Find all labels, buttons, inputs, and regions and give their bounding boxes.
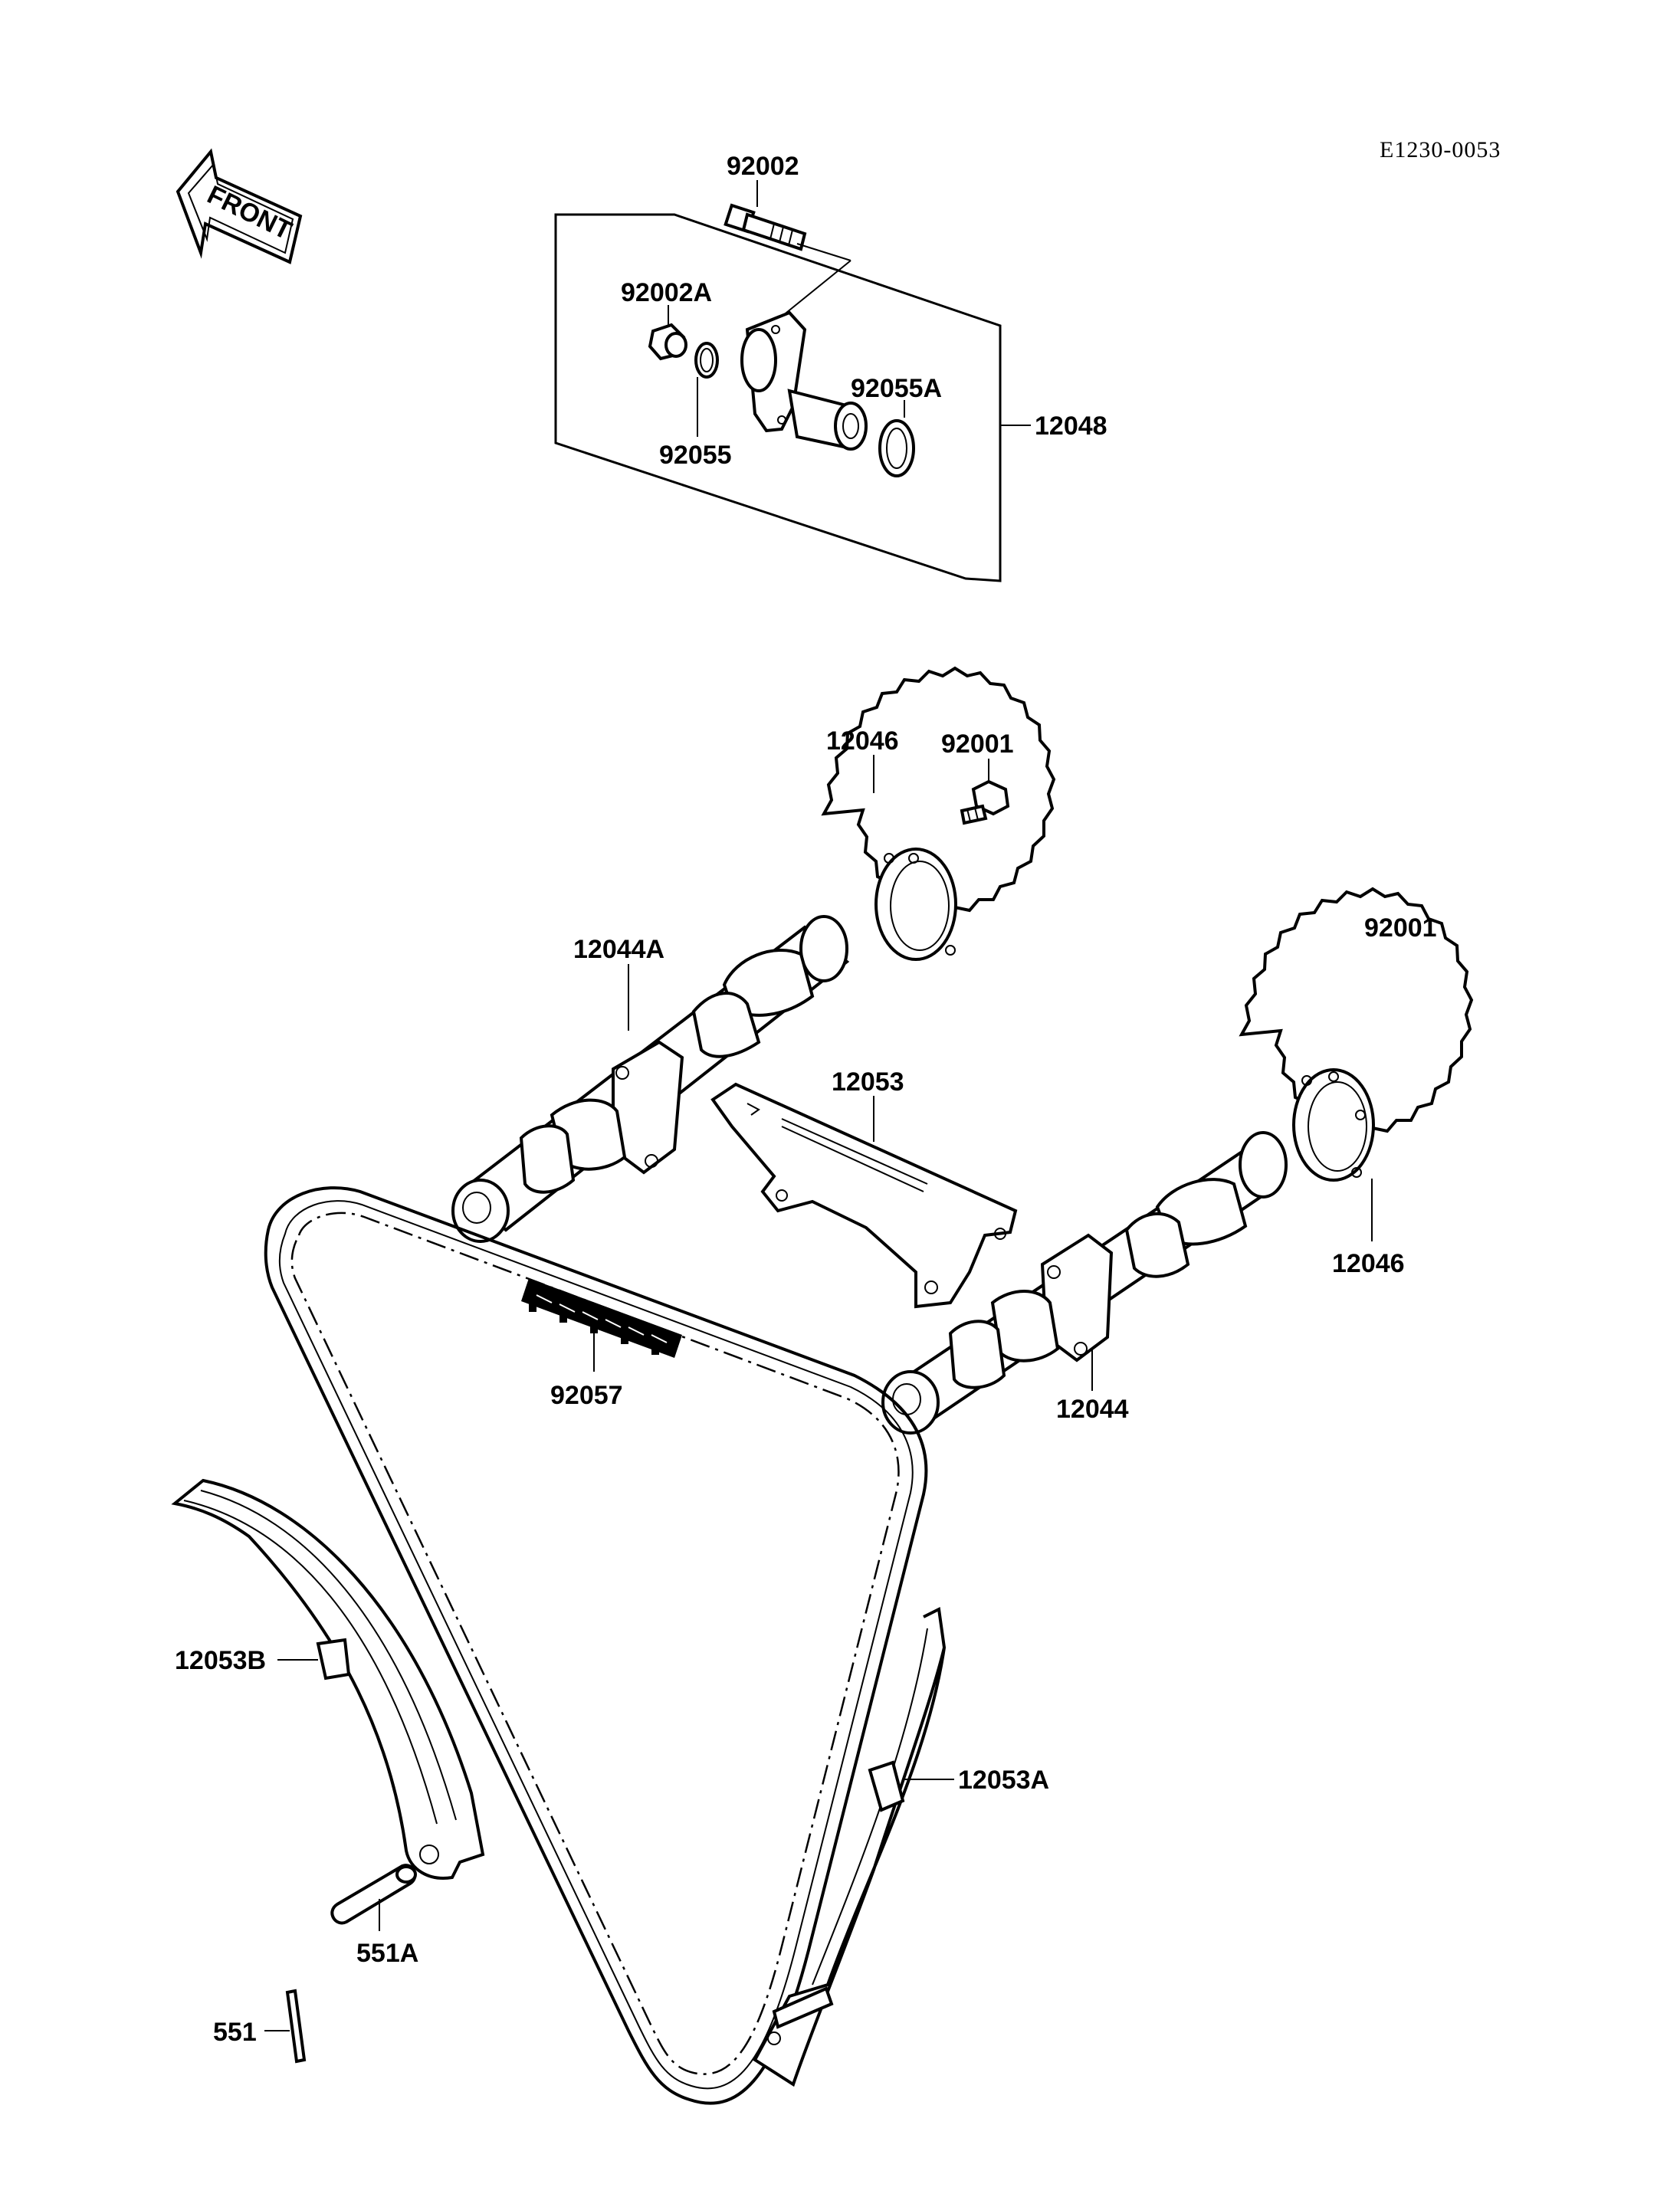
- label-92055: 92055: [659, 441, 732, 470]
- label-92002: 92002: [727, 152, 799, 181]
- label-551A: 551A: [356, 1939, 418, 1968]
- o-ring-92055-icon: [694, 342, 719, 379]
- o-ring-92055A-icon: [878, 419, 915, 477]
- chain-guide-12053-icon: [710, 1082, 1018, 1309]
- bolt-92001-top-icon: [960, 759, 1010, 825]
- pin-551A-icon: [330, 1864, 417, 1925]
- label-92055A: 92055A: [851, 374, 942, 403]
- label-92002A: 92002A: [621, 278, 712, 307]
- cam-sprocket-top-icon: [821, 666, 1056, 961]
- chain-guide-12053B-icon: [171, 1478, 485, 1880]
- tensioner-assembly-box: [554, 213, 1002, 582]
- camshaft-12044-icon: [881, 1131, 1288, 1435]
- label-92001-top: 92001: [941, 730, 1014, 759]
- cam-chain-tensioner-icon: [740, 310, 868, 451]
- label-12053B: 12053B: [175, 1646, 266, 1675]
- camshaft-12044A-icon: [451, 915, 850, 1243]
- label-12053A: 12053A: [958, 1766, 1049, 1795]
- label-12044: 12044: [1056, 1395, 1129, 1424]
- diagram-code: E1230-0053: [1380, 137, 1501, 162]
- nut-92002A-icon: [648, 305, 687, 361]
- label-92057: 92057: [550, 1381, 623, 1410]
- label-12048: 12048: [1035, 412, 1107, 441]
- label-12044A: 12044A: [573, 935, 664, 964]
- label-12053: 12053: [832, 1067, 904, 1097]
- label-12046-right: 12046: [1332, 1249, 1405, 1278]
- bolt-92002-icon: [724, 180, 807, 251]
- chain-guide-12053A-icon: [753, 1606, 947, 2087]
- label-12046-top: 12046: [826, 726, 899, 756]
- chain-links-icon: [521, 1278, 682, 1358]
- label-551: 551: [213, 2018, 257, 2047]
- pin-551-icon: [285, 1989, 307, 2064]
- front-arrow-icon: FRONT: [176, 148, 303, 264]
- cam-sprocket-right-icon: [1239, 887, 1474, 1182]
- label-92001-right: 92001: [1364, 913, 1437, 943]
